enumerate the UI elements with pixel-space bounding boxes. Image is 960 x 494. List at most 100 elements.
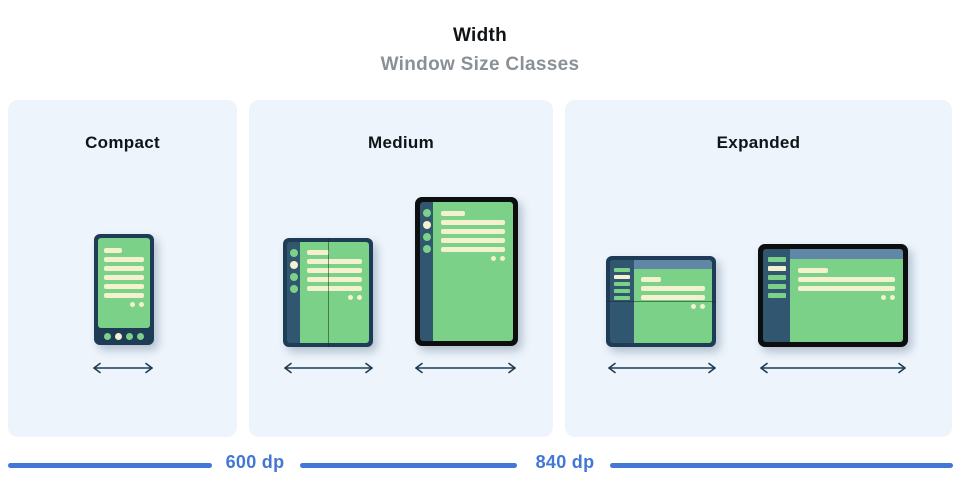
screen-dot [691, 304, 696, 309]
nav-rail-item [289, 273, 298, 281]
sidebar-menu [763, 249, 790, 342]
screen-dot [130, 302, 135, 307]
screen-text-line [104, 248, 122, 253]
screen-text-line [104, 275, 144, 280]
screen-text-line [307, 277, 362, 282]
screen-text-line [104, 293, 144, 298]
phone-device [94, 234, 154, 345]
nav-rail-item [289, 285, 298, 293]
screen-text-line [441, 247, 505, 252]
fold-crease [327, 238, 329, 347]
screen-dot [890, 295, 895, 300]
sidebar-menu-line [614, 268, 630, 272]
screen-dot [491, 256, 496, 261]
app-top-bar [790, 249, 903, 259]
sidebar-menu-line-active [614, 275, 630, 279]
screen-action-dots [104, 302, 144, 307]
panel-compact-title: Compact [85, 133, 160, 152]
nav-bar-item-active [115, 332, 122, 340]
screen-text-line [441, 238, 505, 243]
content-pane [300, 242, 369, 343]
foldable-landscape-device [606, 256, 716, 347]
phone-nav-bar [98, 328, 150, 341]
content-pane [634, 260, 712, 343]
screen-text-line [441, 229, 505, 234]
nav-bar-item [126, 332, 133, 340]
panel-expanded-title: Expanded [716, 133, 801, 152]
nav-rail [287, 242, 300, 343]
diagram-subtitle: Window Size Classes [380, 54, 580, 75]
content-body [790, 259, 903, 342]
foldable-screen [287, 242, 369, 343]
screen-dot [348, 295, 353, 300]
breakpoint-label-600dp: 600 dp [225, 452, 285, 472]
screen-action-dots [798, 295, 895, 300]
ruler-line-segment [8, 463, 212, 468]
sidebar-menu-line [767, 257, 786, 262]
ruler-line-segment [610, 463, 953, 468]
width-range-arrow [413, 362, 518, 374]
screen-text-line [641, 295, 705, 300]
tablet-screen [420, 202, 513, 341]
diagram-header: Width Window Size Classes [0, 25, 960, 76]
width-range-arrow [282, 362, 375, 374]
fold-crease [606, 301, 716, 302]
screen-text-line [104, 266, 144, 271]
sidebar-menu-line [614, 289, 630, 293]
nav-bar-item [104, 332, 111, 340]
foldable-portrait-device [283, 238, 373, 347]
phone-screen [98, 238, 150, 328]
nav-rail-item [422, 245, 431, 253]
content-pane [433, 202, 513, 341]
panel-compact: Compact [8, 100, 237, 437]
sidebar-menu-line [614, 296, 630, 300]
nav-rail-item [289, 249, 298, 257]
panel-medium-title: Medium [367, 133, 435, 152]
screen-text-line [307, 259, 362, 264]
ruler-line-segment [300, 463, 517, 468]
nav-rail [420, 202, 433, 341]
screen-dot [139, 302, 144, 307]
breakpoint-label-840dp: 840 dp [535, 452, 595, 472]
content-body [634, 269, 712, 343]
sidebar-menu-line [614, 282, 630, 286]
screen-text-line [307, 268, 362, 273]
screen-text-line [798, 268, 828, 273]
screen-dot [700, 304, 705, 309]
nav-rail-item-active [422, 221, 431, 229]
screen-text-line [441, 211, 465, 216]
diagram-title: Width [452, 25, 508, 46]
sidebar-menu-line [767, 284, 786, 289]
screen-text-line [104, 284, 144, 289]
screen-action-dots [307, 295, 362, 300]
screen-text-line [307, 250, 329, 255]
nav-rail-item-active [289, 261, 298, 269]
screen-text-line [641, 277, 661, 282]
screen-text-line [798, 286, 895, 291]
screen-text-line [104, 257, 144, 262]
width-range-arrow [91, 362, 155, 374]
screen-dot [881, 295, 886, 300]
app-top-bar [634, 260, 712, 269]
screen-text-line [307, 286, 362, 291]
panel-expanded: Expanded [565, 100, 952, 437]
screen-text-line [798, 277, 895, 282]
tablet-portrait-device [415, 197, 518, 346]
content-pane [790, 249, 903, 342]
tablet-screen [763, 249, 903, 342]
screen-dot [357, 295, 362, 300]
nav-rail-item [422, 233, 431, 241]
screen-dot [500, 256, 505, 261]
screen-action-dots [641, 304, 705, 309]
sidebar-menu-line [767, 293, 786, 298]
nav-bar-item [137, 332, 144, 340]
nav-rail-item [422, 209, 431, 217]
panel-medium: Medium [249, 100, 553, 437]
sidebar-menu-line-active [767, 266, 786, 271]
width-range-arrow [606, 362, 718, 374]
screen-action-dots [441, 256, 505, 261]
width-range-arrow [758, 362, 908, 374]
screen-text-line [441, 220, 505, 225]
screen-text-line [641, 286, 705, 291]
